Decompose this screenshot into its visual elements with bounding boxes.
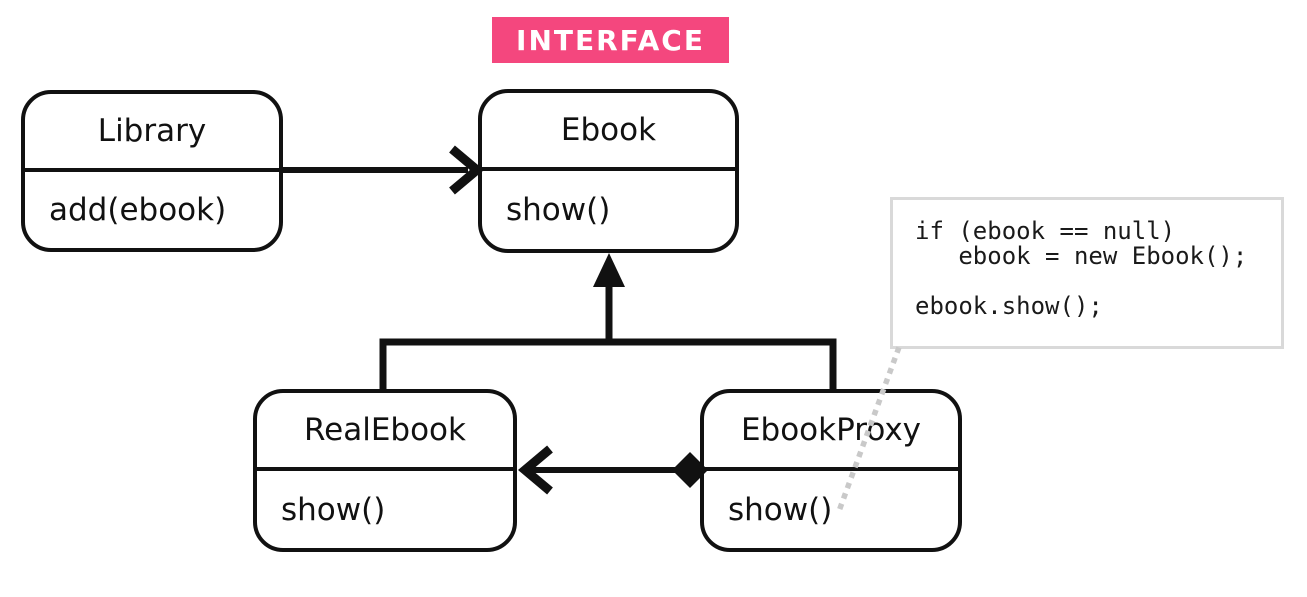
class-method-library: add(ebook)	[49, 192, 227, 228]
class-box-ebookproxy: EbookProxy show()	[700, 389, 962, 552]
code-snippet: if (ebook == null) ebook = new Ebook(); …	[915, 217, 1248, 320]
class-method-ebook: show()	[506, 192, 611, 228]
inheritance-triangle-arrowhead-icon	[593, 253, 625, 287]
inheritance-branch-lines	[379, 338, 837, 393]
class-method-ebookproxy: show()	[728, 491, 833, 528]
class-name-ebook: Ebook	[482, 93, 735, 171]
class-name-realebook: RealEbook	[257, 393, 513, 471]
code-note-box: if (ebook == null) ebook = new Ebook(); …	[890, 197, 1284, 349]
class-name-library: Library	[25, 94, 279, 172]
class-method-realebook: show()	[281, 491, 386, 528]
class-box-realebook: RealEbook show()	[253, 389, 517, 552]
class-box-ebook: Ebook show()	[478, 89, 739, 253]
interface-badge: INTERFACE	[492, 17, 729, 63]
class-box-library: Library add(ebook)	[21, 90, 283, 252]
open-arrowhead-left-icon	[518, 445, 553, 495]
open-arrowhead-right-icon	[449, 145, 484, 195]
class-name-ebookproxy: EbookProxy	[704, 393, 958, 471]
